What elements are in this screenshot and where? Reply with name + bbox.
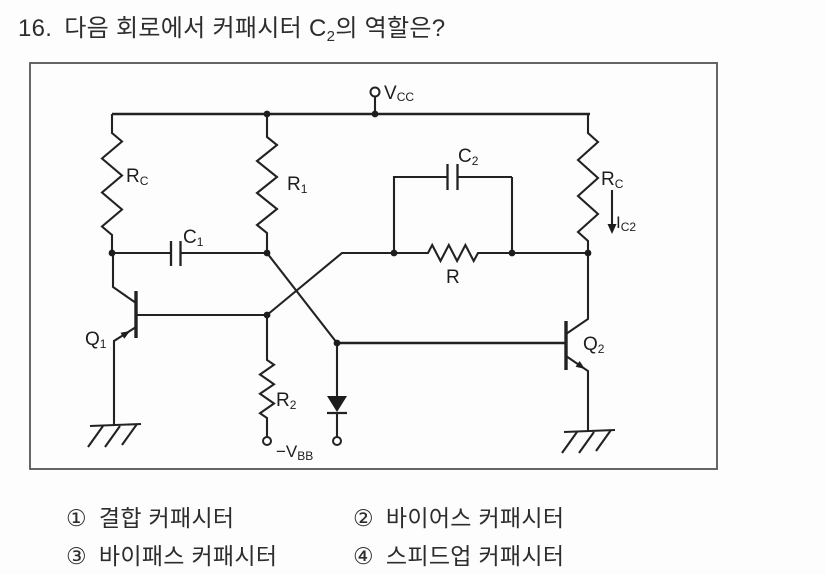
junction-dots (108, 110, 592, 347)
resistor-r1: R1 (255, 114, 308, 253)
option-4: ④ 스피드업 커패시터 (353, 537, 564, 571)
capacitor-c2: C2 (392, 146, 514, 253)
question-body: 다음 회로에서 커패시터 (64, 15, 303, 42)
ground-symbol-right (561, 428, 616, 454)
current-arrow-ic2: IC2 (607, 190, 636, 234)
cross-wire-to-r-network (266, 251, 394, 316)
resistor-rc-left: RC (100, 114, 149, 253)
label-r2: R2 (276, 390, 297, 412)
junction-dot (108, 249, 116, 257)
junction-dot (508, 249, 516, 257)
label-vbb: −VBB (276, 442, 313, 463)
label-q2: Q2 (583, 334, 605, 356)
question-number: 16. (18, 15, 53, 42)
label-ic2: IC2 (616, 213, 636, 234)
resistor-r: R (394, 242, 512, 288)
question-tail: 의 역할은? (335, 15, 446, 42)
emitter-arrow (120, 331, 130, 339)
option-2: ② 바이어스 커패시터 (353, 499, 564, 533)
q2-collector (565, 253, 590, 335)
diode-d1 (327, 343, 347, 446)
label-c1: C1 (183, 227, 204, 249)
option-2-marker: ② (353, 505, 374, 531)
junction-dot (263, 110, 271, 118)
label-c2: C2 (458, 146, 479, 168)
emitter-arrow (575, 361, 585, 369)
circuit-wires (112, 96, 590, 345)
junction-dot (333, 339, 341, 347)
question-symbol-c2: C2 (309, 15, 336, 45)
label-vcc: VCC (384, 83, 414, 104)
option-2-label: 바이어스 커패시터 (385, 505, 565, 531)
resistor-rc-right: RC (576, 114, 624, 253)
option-1-label: 결합 커패시터 (98, 505, 235, 531)
terminal-circle (369, 86, 381, 98)
diode-triangle (327, 396, 347, 412)
junction-dot (263, 249, 271, 257)
junction-dot (584, 249, 592, 257)
label-r1: R1 (287, 174, 308, 196)
q1-collector (111, 253, 137, 304)
circuit-frame (29, 62, 718, 470)
option-3: ③ 바이패스 커패시터 (66, 537, 277, 571)
junction-dot (390, 249, 398, 257)
cross-wire-to-q2-base (266, 252, 338, 344)
terminal-circle (332, 436, 342, 446)
junction-dot (263, 311, 271, 319)
vcc-terminal: VCC (369, 83, 414, 104)
terminal-circle (262, 436, 272, 446)
vbb-terminal: −VBB (262, 436, 313, 463)
option-1-marker: ① (66, 505, 87, 531)
label-r: R (446, 267, 460, 288)
q2-emitter (565, 355, 590, 431)
label-rc-left: RC (126, 166, 149, 188)
transistor-q2: Q2 (564, 253, 605, 431)
q1-emitter (112, 326, 137, 425)
label-rc-right: RC (601, 169, 624, 191)
junction-dot (371, 110, 379, 118)
ground-symbol-left (87, 422, 142, 448)
label-q1: Q1 (85, 329, 107, 351)
option-1: ① 결합 커패시터 (66, 499, 234, 533)
option-4-label: 스피드업 커패시터 (385, 543, 565, 569)
transistor-q1: Q1 (85, 253, 138, 425)
option-3-label: 바이패스 커패시터 (98, 543, 278, 569)
capacitor-c1: C1 (112, 227, 267, 266)
option-3-marker: ③ (66, 543, 87, 569)
resistor-r2: R2 (258, 315, 297, 437)
arrow-head (607, 224, 617, 234)
option-4-marker: ④ (353, 543, 374, 569)
